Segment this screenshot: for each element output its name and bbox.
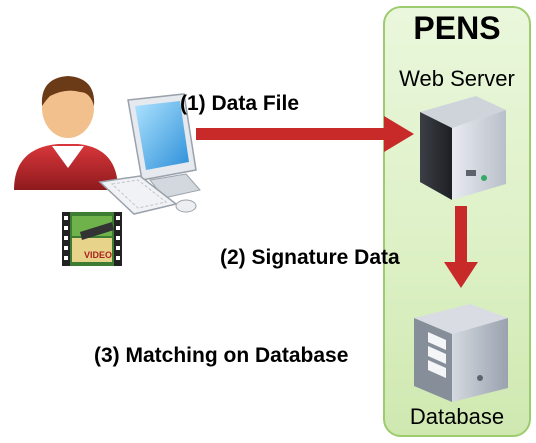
computer-icon [98, 93, 201, 215]
arrow-data-file [196, 116, 414, 152]
step-1-label: (1) Data File [180, 92, 300, 115]
pens-title: PENS [413, 10, 501, 46]
database-icon [414, 304, 508, 402]
web-server-icon [420, 96, 506, 200]
database-label: Database [409, 404, 505, 429]
video-label: VIDEO [84, 250, 112, 260]
web-server-label: Web Server [399, 66, 515, 91]
user-icon [14, 76, 118, 190]
step-2-label: (2) Signature Data [220, 246, 400, 269]
arrow-signature-data [444, 206, 478, 288]
step-3-label: (3) Matching on Database [94, 344, 349, 367]
video-file-icon: VIDEO [62, 212, 122, 266]
